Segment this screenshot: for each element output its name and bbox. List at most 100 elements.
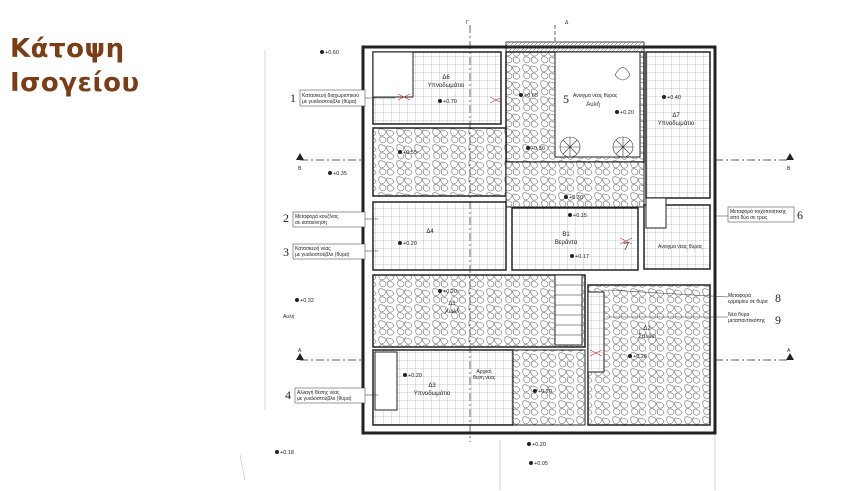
annotation-2: 2 Μεταφορά κουζίνας σε καταιόνηση	[283, 211, 378, 228]
room-b1-code: Β1	[562, 232, 570, 238]
svg-text:+0.17: +0.17	[575, 254, 589, 260]
svg-text:+0.20: +0.20	[408, 373, 422, 379]
svg-text:Μεταφορά: Μεταφορά	[728, 292, 751, 299]
level-marker: +0.60	[320, 50, 339, 56]
svg-text:3: 3	[283, 245, 289, 259]
svg-text:4: 4	[285, 388, 291, 402]
level-marker: +0.28	[628, 354, 647, 360]
level-marker: +0.40	[662, 95, 681, 101]
room-outer-yard: Αυλή	[283, 313, 295, 320]
svg-text:με γυαλοστούβλο (θύρα): με γυαλοστούβλο (θύρα)	[297, 395, 352, 402]
svg-text:από δύο σε τρεις: από δύο σε τρεις	[730, 214, 768, 221]
room-d7-code: Δ7	[672, 113, 680, 119]
room-d1-name: Χωλλ	[445, 309, 460, 315]
plan-title-line1: Κάτοψη	[10, 34, 125, 64]
svg-text:+0.20: +0.20	[620, 110, 634, 116]
svg-text:+0.60: +0.60	[325, 50, 339, 56]
level-marker: +0.35	[328, 171, 347, 177]
svg-text:+0.15: +0.15	[573, 213, 587, 219]
tree-icon	[559, 67, 634, 158]
svg-text:2: 2	[283, 211, 289, 225]
room-d6-name: Υπνοδωμάτιο	[428, 82, 465, 89]
room-d3-code: Δ3	[428, 383, 436, 389]
svg-text:Νέα θύρα: Νέα θύρα	[728, 311, 749, 318]
level-marker: +0.20	[403, 373, 422, 379]
level-marker: +0.15	[568, 213, 587, 219]
svg-text:+0.05: +0.05	[534, 461, 548, 467]
change-markers	[397, 93, 633, 357]
svg-text:+0.30: +0.30	[569, 195, 583, 201]
annotation-7: 7 Ανοιγμα νέας θύρας	[623, 239, 703, 253]
svg-text:+0.65: +0.65	[524, 93, 538, 99]
level-marker: +0.18	[275, 450, 294, 456]
section-d: Δ	[565, 20, 569, 26]
level-marker: +0.70	[438, 99, 457, 105]
svg-text:+0.20: +0.20	[443, 289, 457, 295]
annotation-1: 1 Κατασκευή διαχωριστικού με γυαλοστούβλ…	[290, 89, 395, 107]
room-courtyard: Αυλή	[586, 101, 600, 108]
svg-text:Αλλαγή θέσης νέας: Αλλαγή θέσης νέας	[297, 389, 340, 396]
svg-text:+0.50: +0.50	[531, 146, 545, 152]
svg-text:+0.40: +0.40	[667, 95, 681, 101]
svg-text:8: 8	[775, 291, 781, 305]
room-d2-code: Δ2	[643, 326, 651, 332]
svg-text:6: 6	[797, 208, 803, 222]
level-marker: +0.65	[519, 93, 538, 99]
svg-text:+0.18: +0.18	[280, 450, 294, 456]
svg-text:σε καταιόνηση: σε καταιόνηση	[295, 219, 327, 226]
section-g: Γ	[466, 20, 469, 26]
level-marker: +0.20	[615, 110, 634, 116]
svg-text:+0.55: +0.55	[403, 150, 417, 156]
building-walls	[361, 41, 717, 435]
section-marker-icon	[786, 153, 794, 160]
svg-text:+0.20: +0.20	[532, 442, 546, 448]
level-marker: +0.20	[438, 289, 457, 295]
svg-text:+0.35: +0.35	[333, 171, 347, 177]
svg-text:Ανοιγμα νέας θύρας: Ανοιγμα νέας θύρας	[573, 92, 618, 99]
svg-text:Κατασκευή νέας: Κατασκευή νέας	[295, 245, 331, 252]
section-marker-icon	[786, 353, 794, 360]
svg-text:5: 5	[563, 92, 569, 106]
level-marker: +0.32	[295, 298, 314, 304]
annotation-3: 3 Κατασκευή νέας με γυαλοστούβλο (θύρα)	[283, 243, 378, 260]
note-d3-line1: Αρχική	[476, 368, 491, 375]
annotation-8: Μεταφορά ερμαρίου σε θυρα 9 8	[607, 289, 781, 305]
level-marker: +0.05	[529, 461, 548, 467]
section-lines	[300, 25, 790, 442]
room-d1-code: Δ1	[448, 301, 456, 307]
svg-text:+0.28: +0.28	[633, 354, 647, 360]
level-marker: +0.20	[533, 389, 552, 395]
section-a-left: Α	[298, 348, 302, 354]
room-d3-name: Υπνοδωμάτιο	[414, 390, 451, 397]
svg-text:7: 7	[623, 239, 629, 253]
svg-text:μεταπαντοκόπης: μεταπαντοκόπης	[728, 317, 766, 324]
svg-text:Μεταφορά κουζίνας: Μεταφορά κουζίνας	[295, 213, 339, 220]
svg-text:με γυαλοστούβλο (θύρα): με γυαλοστούβλο (θύρα)	[302, 98, 357, 105]
section-b-right: Β	[787, 166, 791, 172]
note-d3-line2: θέση νέας	[473, 374, 496, 381]
plan-title: Κάτοψη Ισογείου	[10, 32, 140, 100]
svg-text:+0.20: +0.20	[538, 389, 552, 395]
svg-text:Ανοιγμα νέας θύρας: Ανοιγμα νέας θύρας	[658, 243, 703, 250]
level-marker: +0.20	[527, 442, 546, 448]
annotation-9: Νέα θύρα μεταπαντοκόπης	[606, 311, 766, 324]
section-marker-icon	[296, 353, 304, 360]
level-markers: +0.60 +0.70 +0.65 +0.20 +0.40 +0.55 +0.3…	[275, 50, 681, 467]
annotation-9-num: 9	[775, 313, 781, 327]
svg-text:+0.20: +0.20	[403, 241, 417, 247]
section-b-left: Β	[298, 166, 302, 172]
svg-text:+0.70: +0.70	[443, 99, 457, 105]
annotation-4: 4 Αλλαγή θέσης νέας με γυαλοστούβλο (θύρ…	[285, 387, 378, 404]
room-d6-code: Δ6	[442, 75, 450, 81]
svg-text:ερμαρίου σε θυρα: ερμαρίου σε θυρα	[728, 299, 768, 305]
svg-text:+0.32: +0.32	[300, 298, 314, 304]
level-marker: +0.55	[398, 150, 417, 156]
level-marker: +0.30	[564, 195, 583, 201]
section-a-right: Α	[787, 348, 791, 354]
room-d7-name: Υπνοδωμάτιο	[658, 120, 695, 127]
section-marker-icon	[296, 153, 304, 160]
annotation-5: 5 Ανοιγμα νέας θύρας	[563, 92, 618, 106]
room-d4-code: Δ4	[426, 229, 434, 235]
room-labels: Δ6 Υπνοδωμάτιο Αυλή Δ7 Υπνοδωμάτιο Δ4 Β1…	[283, 75, 695, 397]
